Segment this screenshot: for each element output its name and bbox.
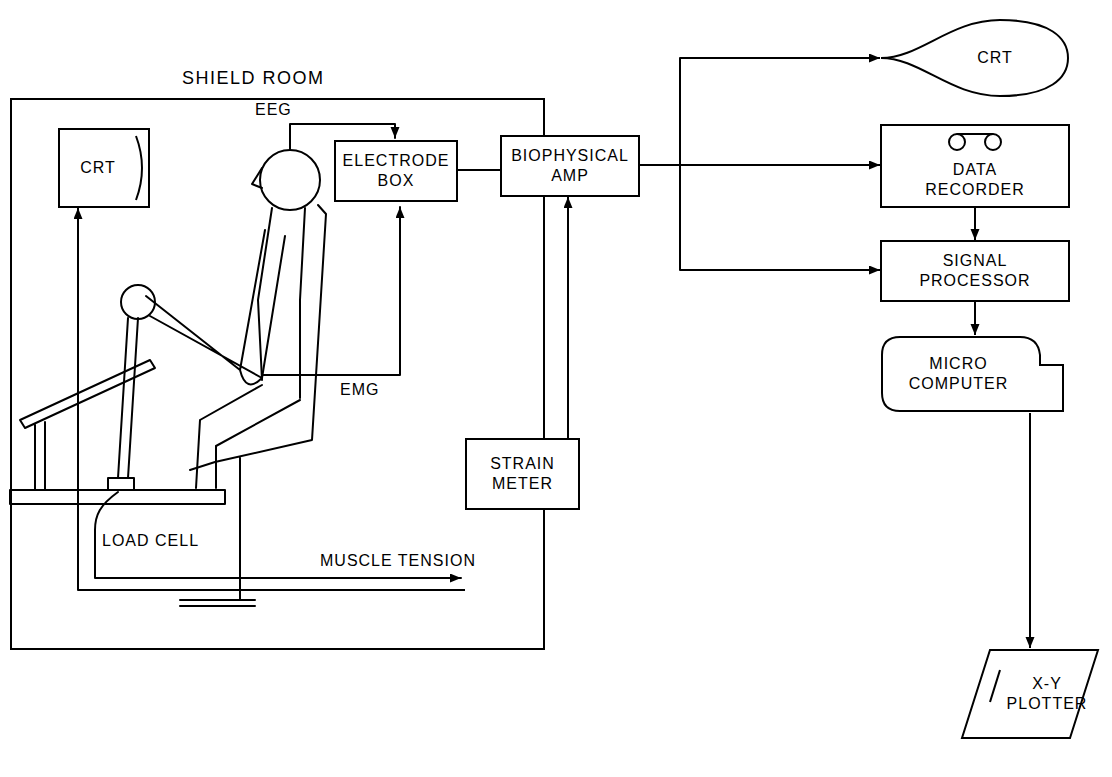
signal-connector <box>78 208 465 590</box>
node-content: X-Y PLOTTER <box>960 648 1100 740</box>
microcomputer-outline <box>880 335 1065 413</box>
node-label: ELECTRODE BOX <box>341 151 451 191</box>
signal-connector <box>1029 413 1031 648</box>
node-label: CRT <box>977 48 1013 68</box>
tape-reel <box>985 134 1001 150</box>
node-label: STRAIN METER <box>473 454 573 494</box>
signal-label: LOAD CELL <box>100 532 201 550</box>
xy-plotter-shape <box>962 650 1098 738</box>
signal-connector <box>974 302 976 335</box>
data-recorder: DATA RECORDER <box>880 124 1070 208</box>
plotter-pen <box>990 670 1000 702</box>
signal-connector <box>567 197 569 438</box>
node-content: MICRO COMPUTER <box>880 335 1065 413</box>
subject-nose <box>252 168 262 188</box>
node-content: CRT <box>60 130 148 206</box>
load-cell <box>108 478 134 490</box>
signal-processor: SIGNAL PROCESSOR <box>880 240 1070 302</box>
node-label: CRT <box>80 158 116 178</box>
electrode-box: ELECTRODE BOX <box>334 140 458 202</box>
crt-display: CRT <box>880 18 1070 98</box>
signal-connector <box>974 208 976 240</box>
microcomputer: MICRO COMPUTER <box>880 335 1065 413</box>
subject-legs <box>196 385 300 488</box>
room-heading: SHIELD ROOM <box>182 68 325 89</box>
tape-reel <box>949 134 965 150</box>
microcomputer-shape <box>882 337 1063 411</box>
signal-label: MUSCLE TENSION <box>318 552 478 570</box>
signal-connector <box>640 165 880 270</box>
amplifier-box: BIOPHYSICAL AMP <box>500 135 640 197</box>
emg-wire <box>262 207 400 375</box>
node-label: SIGNAL PROCESSOR <box>915 251 1035 291</box>
xy-plotter: X-Y PLOTTER <box>960 648 1100 740</box>
node-content: DATA RECORDER <box>882 126 1068 206</box>
node-label: MICRO COMPUTER <box>904 354 1014 394</box>
crt-screen <box>136 136 142 200</box>
node-label: DATA RECORDER <box>915 160 1035 200</box>
load-cell-rod <box>118 318 138 478</box>
crt-monitor: CRT <box>58 128 150 208</box>
node-content: BIOPHYSICAL AMP <box>502 137 638 195</box>
tape <box>957 133 993 135</box>
node-label: BIOPHYSICAL AMP <box>507 146 633 186</box>
subject-fist <box>121 285 155 319</box>
subject-head <box>260 150 320 210</box>
xy-plotter-outline <box>960 648 1100 740</box>
strain-meter: STRAIN METER <box>465 438 580 510</box>
node-content: ELECTRODE BOX <box>336 142 456 200</box>
node-content: CRT <box>880 18 1070 98</box>
signal-label: EEG <box>253 101 294 119</box>
node-content: STRAIN METER <box>467 440 578 508</box>
signal-connector <box>640 58 880 165</box>
signal-connector <box>458 169 500 171</box>
subject-arm <box>146 230 285 384</box>
signal-label: EMG <box>338 381 381 399</box>
subject-torso <box>258 208 305 398</box>
crt-display-shape <box>881 20 1068 96</box>
node-label: X-Y PLOTTER <box>1007 674 1088 714</box>
chair <box>180 205 326 606</box>
node-content: SIGNAL PROCESSOR <box>882 242 1068 300</box>
crt-display-outline <box>880 18 1070 98</box>
